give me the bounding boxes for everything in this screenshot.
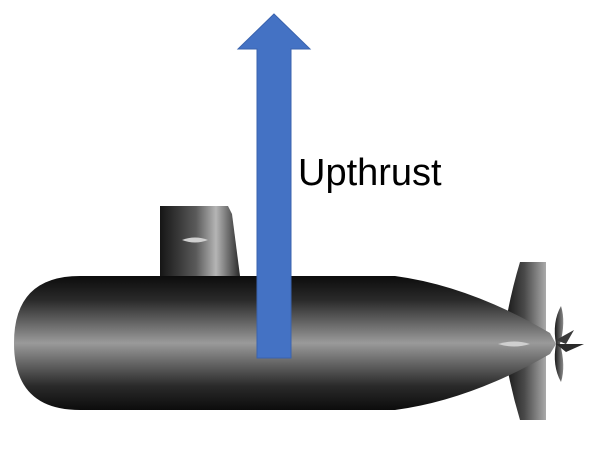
propeller	[554, 306, 584, 382]
arrow-up-icon	[236, 13, 312, 359]
stern-porthole	[498, 341, 530, 347]
upthrust-label: Upthrust	[298, 152, 442, 194]
tower-porthole	[182, 237, 208, 243]
submarine-icon	[14, 206, 584, 420]
